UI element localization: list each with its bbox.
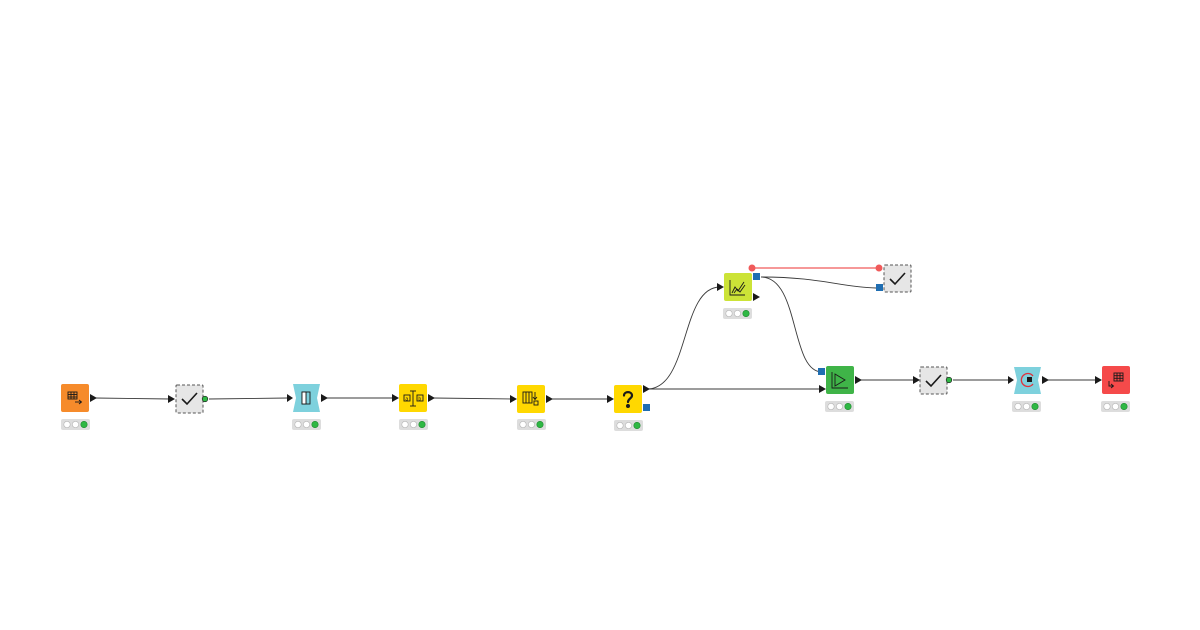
node-n9-input-port-data[interactable] (819, 385, 826, 393)
node-n11-status (1012, 401, 1041, 412)
node-n6-input-port[interactable] (607, 395, 614, 403)
connections (94, 267, 1097, 400)
node-n4-input-port[interactable] (392, 394, 399, 402)
node-n12-body[interactable] (1102, 366, 1130, 394)
node-n9-input-port-model[interactable] (818, 368, 825, 375)
node-n9-status (825, 401, 854, 412)
node-n10-body[interactable] (919, 366, 948, 395)
node-n6-status (614, 420, 643, 431)
node-n3-output-port[interactable] (321, 394, 328, 402)
node-n5-output-port[interactable] (546, 395, 553, 403)
node-n6[interactable] (607, 385, 650, 431)
node-n6-output-port-model[interactable] (643, 404, 650, 411)
node-n10[interactable] (913, 366, 953, 395)
node-n7-body[interactable] (724, 273, 752, 301)
checkmark-icon (181, 392, 198, 406)
node-n7[interactable] (717, 264, 760, 320)
node-n3-status (292, 419, 321, 430)
node-n2-input-port[interactable] (168, 395, 175, 403)
node-n9-body[interactable] (826, 366, 854, 394)
column-filter-icon (301, 391, 311, 405)
node-n5[interactable] (510, 385, 553, 430)
learner-icon (831, 372, 848, 389)
node-n11-output-port[interactable] (1042, 376, 1049, 384)
node-n1[interactable] (61, 384, 97, 430)
node-n12-status (1101, 401, 1130, 412)
node-n8-body[interactable] (883, 264, 912, 293)
node-n4[interactable]: a b (392, 384, 435, 430)
connection-n7-n8[interactable] (760, 276, 877, 289)
checkmark-icon (889, 272, 906, 286)
node-n5-status (517, 419, 546, 430)
node-n7-flow-variable-port[interactable] (748, 264, 756, 272)
node-n7-output-port-model[interactable] (753, 273, 760, 280)
connection-n6-n7[interactable] (646, 286, 721, 390)
connection-n4-n5[interactable] (432, 397, 513, 400)
node-n2-output-port[interactable] (201, 395, 209, 403)
node-n1-status (61, 419, 90, 430)
node-n7-output-port-data[interactable] (753, 293, 760, 301)
node-n2[interactable] (168, 384, 209, 414)
checkmark-icon (925, 374, 942, 388)
node-n3-input-port[interactable] (287, 394, 293, 402)
scorer-chart-icon (729, 280, 746, 296)
node-n1-body[interactable] (61, 384, 89, 412)
node-n10-output-port[interactable] (945, 376, 953, 384)
node-n5-body[interactable] (517, 385, 545, 413)
node-n9-output-port[interactable] (855, 376, 862, 384)
node-n7-status (723, 308, 752, 319)
node-n1-output-port[interactable] (90, 394, 97, 402)
loop-icon (1020, 372, 1034, 388)
node-n12-input-port[interactable] (1095, 376, 1102, 384)
table-reader-icon (67, 391, 83, 405)
node-n12[interactable] (1095, 366, 1130, 412)
node-n3-body[interactable] (293, 384, 320, 412)
node-n2-body[interactable] (175, 384, 204, 414)
string-manipulation-icon (403, 390, 424, 407)
node-n4-output-port[interactable] (428, 394, 435, 402)
node-n11-input-port[interactable] (1008, 376, 1014, 384)
connection-n7-n9[interactable] (760, 276, 823, 373)
table-writer-icon (1108, 372, 1124, 389)
question-mark-icon (622, 391, 634, 409)
string-manipulation-icon-glyph-b: b (418, 396, 421, 402)
node-n8-flow-variable-port[interactable] (875, 264, 883, 272)
node-n8-input-port-model[interactable] (876, 284, 883, 291)
connection-n2-n3[interactable] (208, 397, 289, 400)
node-n8[interactable] (875, 264, 912, 293)
node-n9[interactable] (818, 366, 862, 412)
node-n5-input-port[interactable] (510, 395, 517, 403)
string-manipulation-icon-glyph-a: a (405, 396, 408, 402)
column-append-icon (522, 391, 539, 406)
connection-n1-n2[interactable] (94, 397, 171, 400)
node-n10-input-port[interactable] (913, 376, 920, 384)
node-n7-input-port[interactable] (717, 283, 724, 291)
node-n4-status (399, 419, 428, 430)
node-n3[interactable] (287, 384, 328, 430)
node-n11[interactable] (1008, 367, 1049, 412)
node-n6-output-port-data[interactable] (643, 385, 650, 393)
node-n6-body[interactable] (614, 385, 642, 413)
